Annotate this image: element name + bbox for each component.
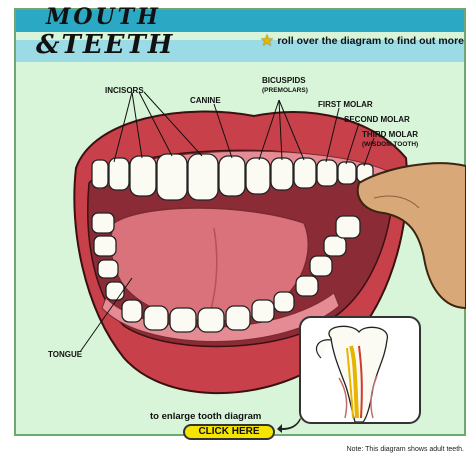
label-first-molar[interactable]: FIRST MOLAR	[318, 100, 373, 109]
enlarge-prompt: to enlarge tooth diagram	[150, 411, 261, 422]
hint-text: roll over the diagram to find out more	[277, 35, 464, 47]
label-incisors[interactable]: INCISORS	[105, 86, 144, 95]
title-line-1: MOUTH	[46, 6, 174, 28]
label-third-molar-text: THIRD MOLAR	[362, 130, 418, 139]
title-line-2: &TEETH	[36, 32, 174, 58]
click-here-button[interactable]: CLICK HERE	[183, 424, 275, 440]
star-icon: ★	[261, 32, 274, 49]
label-third-molar[interactable]: THIRD MOLAR (WISDOM TOOTH)	[362, 130, 418, 148]
label-canine[interactable]: CANINE	[190, 96, 221, 105]
label-wisdom-tooth-text: (WISDOM TOOTH)	[362, 141, 418, 148]
label-bicuspids[interactable]: BICUSPIDS (PREMOLARS)	[262, 76, 308, 94]
label-tongue[interactable]: TONGUE	[48, 350, 82, 359]
label-second-molar[interactable]: SECOND MOLAR	[344, 115, 410, 124]
tooth-cross-section-icon	[301, 318, 419, 422]
tooth-diagram-inset[interactable]	[299, 316, 421, 424]
footnote: Note: This diagram shows adult teeth.	[347, 446, 464, 453]
label-premolars-text: (PREMOLARS)	[262, 87, 308, 94]
label-bicuspids-text: BICUSPIDS	[262, 76, 306, 85]
arrow-left-icon	[276, 416, 302, 434]
page-title: MOUTH &TEETH	[36, 6, 174, 58]
rollover-hint: ★ roll over the diagram to find out more	[261, 32, 464, 49]
